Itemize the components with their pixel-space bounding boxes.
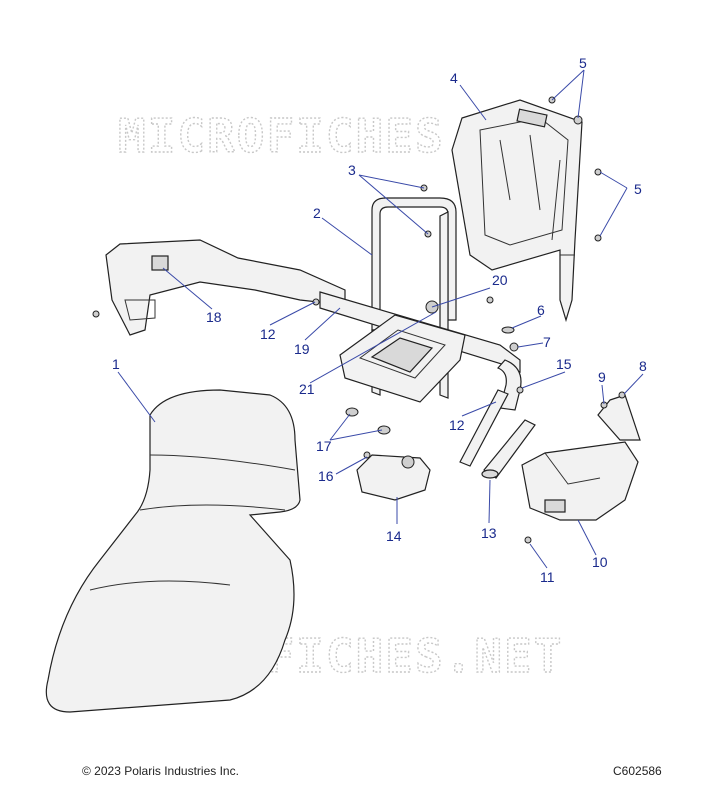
tube-pair [459, 389, 536, 479]
callout-10: 10 [592, 554, 608, 570]
callout-12-right: 12 [449, 417, 465, 433]
callout-19: 19 [294, 341, 310, 357]
callout-1: 1 [112, 356, 120, 372]
callout-3: 3 [348, 162, 356, 178]
light-housing [521, 394, 641, 521]
callout-16: 16 [318, 468, 334, 484]
callout-labels: 1 2 3 4 5 5 6 7 8 9 10 11 12 12 13 14 15… [112, 55, 647, 585]
copyright-notice: © 2023 Polaris Industries Inc. [82, 764, 239, 778]
hardware [92, 96, 626, 544]
callout-6: 6 [537, 302, 545, 318]
callout-5-top: 5 [579, 55, 587, 71]
callout-12-left: 12 [260, 326, 276, 342]
callout-15: 15 [556, 356, 572, 372]
drawing-number: C602586 [613, 764, 662, 778]
seat [45, 389, 301, 713]
callout-4: 4 [450, 70, 458, 86]
callout-18: 18 [206, 309, 222, 325]
latch-bracket [356, 454, 431, 501]
callout-14: 14 [386, 528, 402, 544]
back-cover-panel [451, 99, 583, 323]
callout-20: 20 [492, 272, 508, 288]
callout-9: 9 [598, 369, 606, 385]
side-rail-bracket [105, 239, 346, 336]
callout-11: 11 [540, 569, 555, 585]
base-tray [339, 314, 466, 403]
leader-lines [117, 69, 644, 569]
callout-2: 2 [313, 205, 321, 221]
callout-17: 17 [316, 438, 332, 454]
callout-7: 7 [543, 334, 551, 350]
callout-13: 13 [481, 525, 497, 541]
callout-5-right: 5 [634, 181, 642, 197]
callout-21: 21 [299, 381, 315, 397]
callout-8: 8 [639, 358, 647, 374]
